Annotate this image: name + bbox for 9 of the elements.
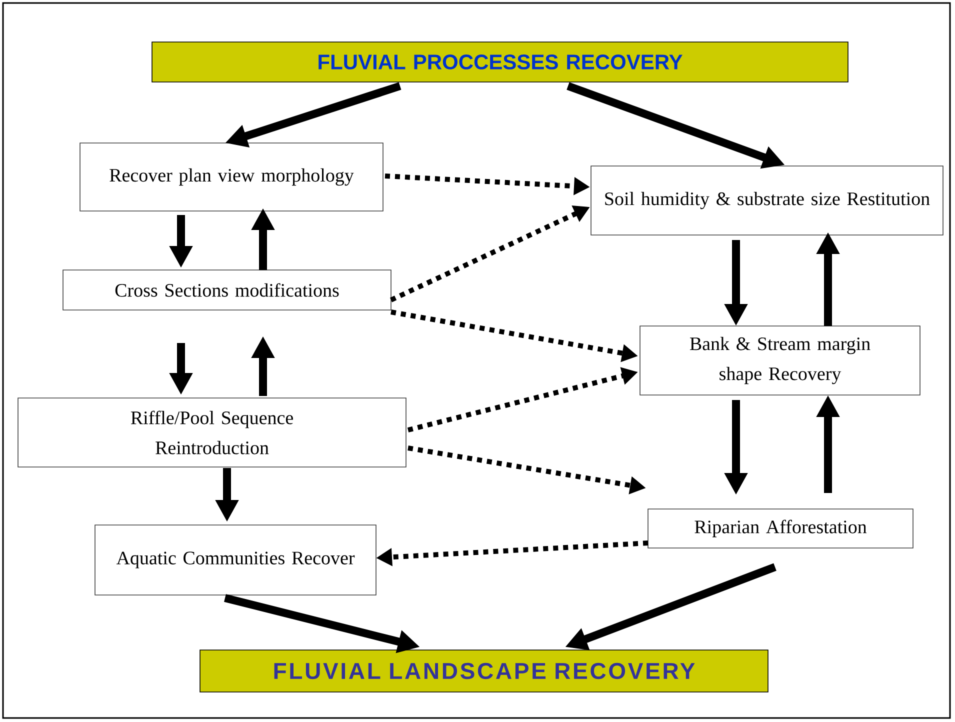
process-box: Soil humidity & substrate size Restitution (590, 166, 944, 236)
title-banner: FLUVIAL PROCCESSES RECOVERY (152, 42, 848, 82)
process-box: Cross Sections modifications (62, 270, 392, 310)
process-box: Recover plan view morphology (80, 142, 384, 212)
process-box: Aquatic Communities Recover (94, 524, 376, 596)
process-box: Bank & Stream margin shape Recovery (640, 326, 920, 396)
process-box: Riffle/Pool Sequence Reintroduction (18, 398, 406, 468)
title-banner: FLUVIAL LANDSCAPE RECOVERY (200, 650, 768, 692)
process-box: Riparian Afforestation (648, 508, 914, 548)
